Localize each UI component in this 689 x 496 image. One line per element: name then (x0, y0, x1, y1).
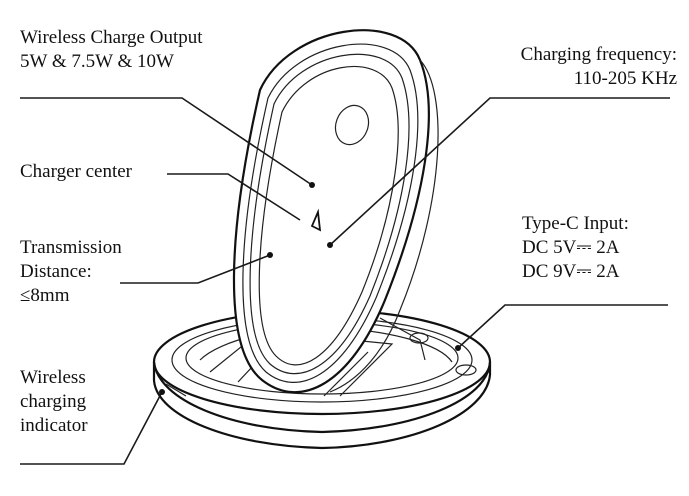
leader-lines (20, 97, 670, 465)
charging-indicator-line2: charging (20, 391, 87, 412)
wireless-output-title: Wireless Charge Output (20, 27, 203, 48)
charger-center-text: Charger center (20, 161, 133, 182)
charging-indicator-label: Wireless charging indicator (20, 366, 88, 438)
center-marker-icon (310, 208, 322, 232)
charger-stand (232, 29, 439, 394)
transmission-distance-line3: ≤8mm (20, 285, 70, 306)
charging-indicator-line1: Wireless (20, 367, 86, 388)
type-c-input-title: Type-C Input: (522, 213, 629, 234)
transmission-distance-line2: Distance: (20, 261, 92, 282)
type-c-input-label: Type-C Input: DC 5V⎓ 2A DC 9V⎓ 2A (522, 212, 629, 284)
charging-frequency-value: 110-205 KHz (573, 68, 677, 89)
type-c-input-line2: DC 9V⎓ 2A (522, 261, 620, 282)
charging-frequency-label: Charging frequency: 110-205 KHz (521, 43, 677, 91)
type-c-input-line1: DC 5V⎓ 2A (522, 237, 620, 258)
wireless-output-label: Wireless Charge Output 5W & 7.5W & 10W (20, 26, 203, 74)
charger-center-label: Charger center (20, 160, 132, 184)
charging-indicator-line3: indicator (20, 415, 88, 436)
transmission-distance-label: Transmission Distance: ≤8mm (20, 236, 122, 308)
charging-frequency-title: Charging frequency: (520, 44, 677, 65)
wireless-output-value: 5W & 7.5W & 10W (20, 51, 174, 72)
transmission-distance-line1: Transmission (20, 237, 122, 258)
